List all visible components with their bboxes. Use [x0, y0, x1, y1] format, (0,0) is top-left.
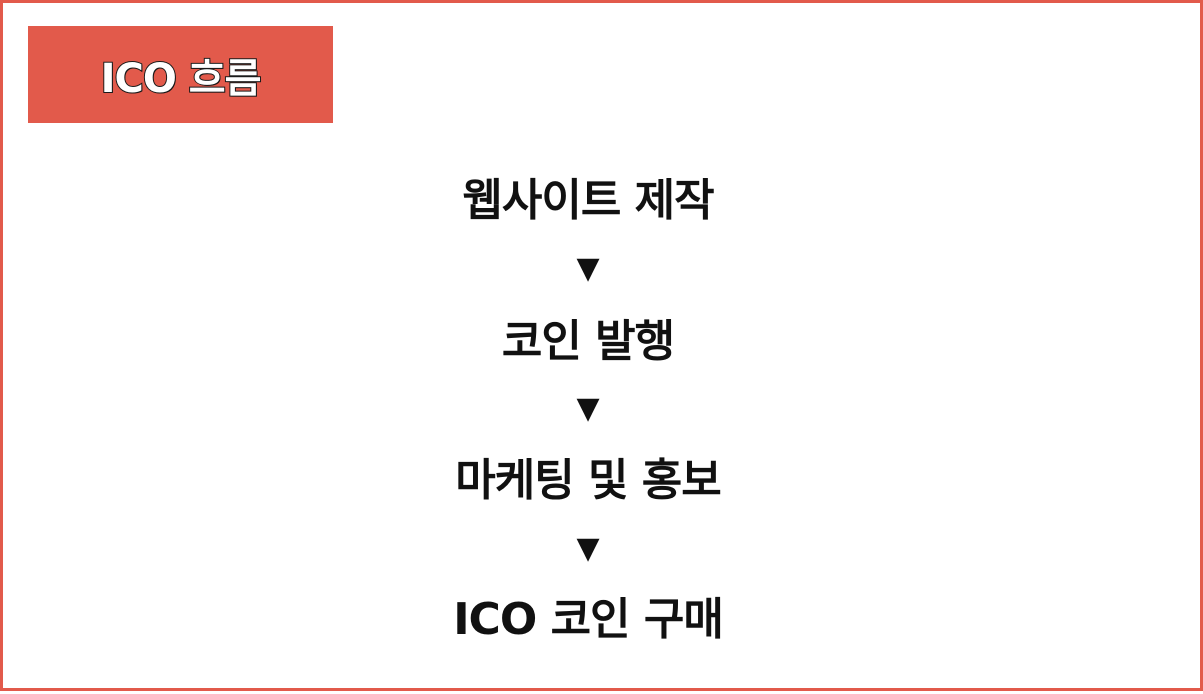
- down-arrow-icon: ▼: [576, 531, 600, 566]
- flow-step-3: 마케팅 및 홍보: [455, 455, 722, 506]
- title-banner: ICO 흐름: [28, 26, 333, 123]
- flow-step-2: 코인 발행: [501, 316, 675, 367]
- down-arrow-icon: ▼: [576, 251, 600, 286]
- diagram-title: ICO 흐름: [100, 55, 263, 103]
- flow-step-1: 웹사이트 제작: [462, 175, 714, 226]
- down-arrow-icon: ▼: [576, 391, 600, 426]
- flow-step-4: ICO 코인 구매: [453, 594, 724, 645]
- flow-diagram: 웹사이트 제작 ▼ 코인 발행 ▼ 마케팅 및 홍보 ▼ ICO 코인 구매: [3, 3, 1203, 694]
